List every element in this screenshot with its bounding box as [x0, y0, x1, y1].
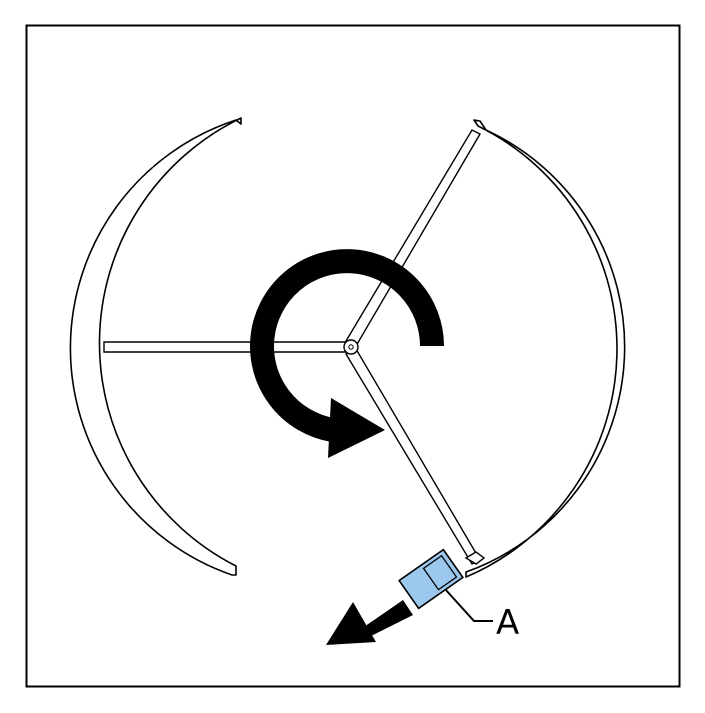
- spokes: [103, 129, 486, 565]
- spoke-end-clip: [464, 551, 486, 565]
- callout-label-a: A: [496, 603, 519, 643]
- left-ring-segment: [69, 117, 242, 576]
- left-spoke: [103, 341, 348, 353]
- hub-center: [348, 344, 354, 350]
- component-a-inner: [422, 554, 458, 591]
- component-a: [398, 548, 464, 610]
- clockwise-rotation-arrow-icon: [250, 249, 444, 458]
- pull-out-arrow-icon: [326, 600, 413, 645]
- callout-leader-line: [444, 588, 493, 622]
- right-ring-segment: [465, 119, 626, 578]
